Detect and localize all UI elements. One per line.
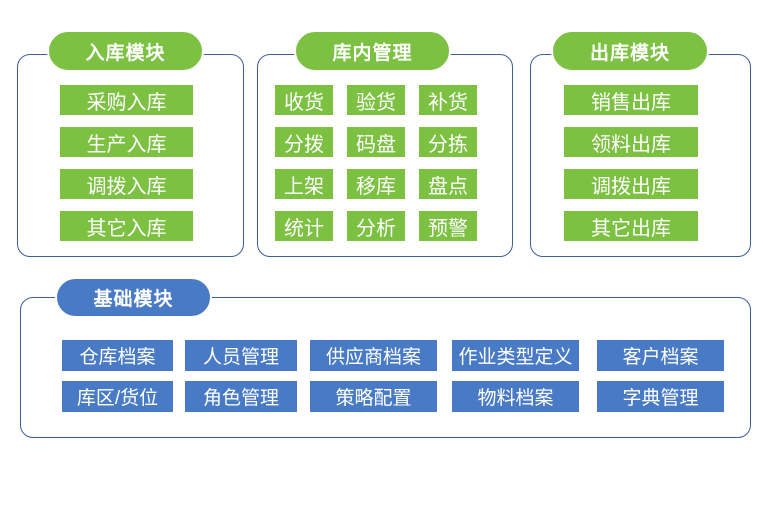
outbound-item: 调拨出库 (564, 169, 698, 199)
basic-item: 作业类型定义 (452, 340, 579, 371)
inwarehouse-mgmt-header: 库内管理 (294, 30, 451, 72)
inwarehouse-item: 分析 (347, 211, 405, 241)
inwarehouse-item: 补货 (419, 85, 477, 115)
inwarehouse-item: 预警 (419, 211, 477, 241)
inbound-item: 调拨入库 (60, 169, 193, 199)
inwarehouse-item: 移库 (347, 169, 405, 199)
basic-item: 策略配置 (310, 381, 437, 412)
inwarehouse-item: 分拨 (275, 127, 333, 157)
outbound-item: 其它出库 (564, 211, 698, 241)
basic-module-header: 基础模块 (55, 277, 212, 318)
inbound-item: 生产入库 (60, 127, 193, 157)
basic-item: 仓库档案 (62, 340, 173, 371)
outbound-item: 销售出库 (564, 85, 698, 115)
basic-item: 角色管理 (185, 381, 297, 412)
inbound-item: 其它入库 (60, 211, 193, 241)
inwarehouse-item: 收货 (275, 85, 333, 115)
outbound-module-header: 出库模块 (551, 30, 709, 72)
basic-item: 客户档案 (597, 340, 724, 371)
basic-item: 人员管理 (185, 340, 297, 371)
basic-item: 库区/货位 (62, 381, 173, 412)
inwarehouse-item: 盘点 (419, 169, 477, 199)
inwarehouse-item: 验货 (347, 85, 405, 115)
basic-item: 字典管理 (597, 381, 724, 412)
inwarehouse-item: 统计 (275, 211, 333, 241)
inwarehouse-item: 分拣 (419, 127, 477, 157)
inwarehouse-item: 上架 (275, 169, 333, 199)
inbound-item: 采购入库 (60, 85, 193, 115)
inwarehouse-item: 码盘 (347, 127, 405, 157)
basic-item: 物料档案 (452, 381, 579, 412)
basic-item: 供应商档案 (310, 340, 437, 371)
inbound-module-header: 入库模块 (47, 30, 204, 72)
outbound-item: 领料出库 (564, 127, 698, 157)
